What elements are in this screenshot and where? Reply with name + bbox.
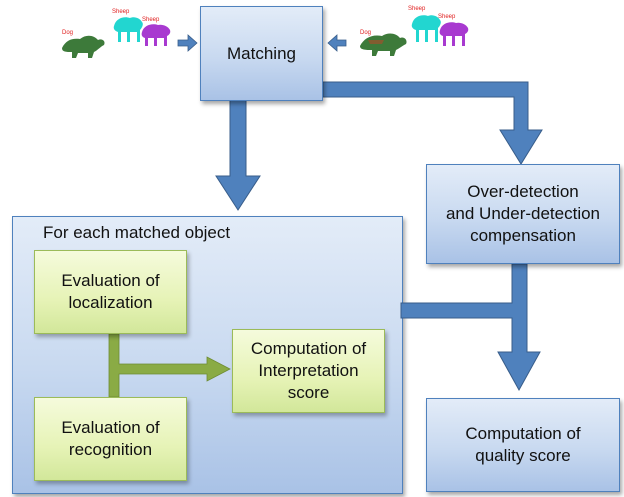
container-title: For each matched object xyxy=(43,223,231,242)
matching-to-objects-arrow xyxy=(215,99,261,211)
sheep-silhouette-purple xyxy=(439,22,469,46)
detection-merge-connector xyxy=(400,263,541,392)
left-animal-segmentation: Dog Sheep Sheep xyxy=(62,9,171,58)
green-connector xyxy=(108,333,231,398)
animal-tag: Dog xyxy=(360,30,371,36)
animal-tag: Sheep xyxy=(142,17,160,23)
left-input-arrow xyxy=(177,34,198,52)
animal-tag: Dog xyxy=(62,30,73,36)
over-under-detection-box: Over-detection and Under-detection compe… xyxy=(426,164,620,264)
computation-interpretation-label: Computation of Interpretation score xyxy=(250,339,367,402)
matching-to-detection-arrow xyxy=(322,81,543,165)
matching-label: Matching xyxy=(227,43,296,63)
dog-silhouette xyxy=(360,33,407,56)
evaluation-localization-box: Evaluation of localization xyxy=(34,250,187,334)
computation-interpretation-box: Computation of Interpretation score xyxy=(232,329,385,413)
animal-tag: Sheep xyxy=(408,6,426,12)
evaluation-recognition-label: Evaluation of recognition xyxy=(61,418,160,459)
animal-tag: Sheep xyxy=(438,14,456,20)
sheep-silhouette-purple xyxy=(141,24,171,46)
matching-box: Matching xyxy=(200,6,323,101)
evaluation-localization-label: Evaluation of localization xyxy=(61,271,160,312)
computation-quality-label: Computation of quality score xyxy=(465,424,581,465)
evaluation-recognition-box: Evaluation of recognition xyxy=(34,397,187,481)
over-under-detection-label: Over-detection and Under-detection compe… xyxy=(445,182,601,245)
computation-quality-box: Computation of quality score xyxy=(426,398,620,492)
right-input-arrow xyxy=(327,34,347,52)
sheep-silhouette-cyan xyxy=(113,17,143,42)
sheep-silhouette-cyan xyxy=(411,15,441,43)
right-animal-segmentation: Dog Sheep Sheep xyxy=(360,6,469,56)
dog-silhouette xyxy=(62,35,105,58)
animal-tag: Sheep xyxy=(112,9,130,15)
